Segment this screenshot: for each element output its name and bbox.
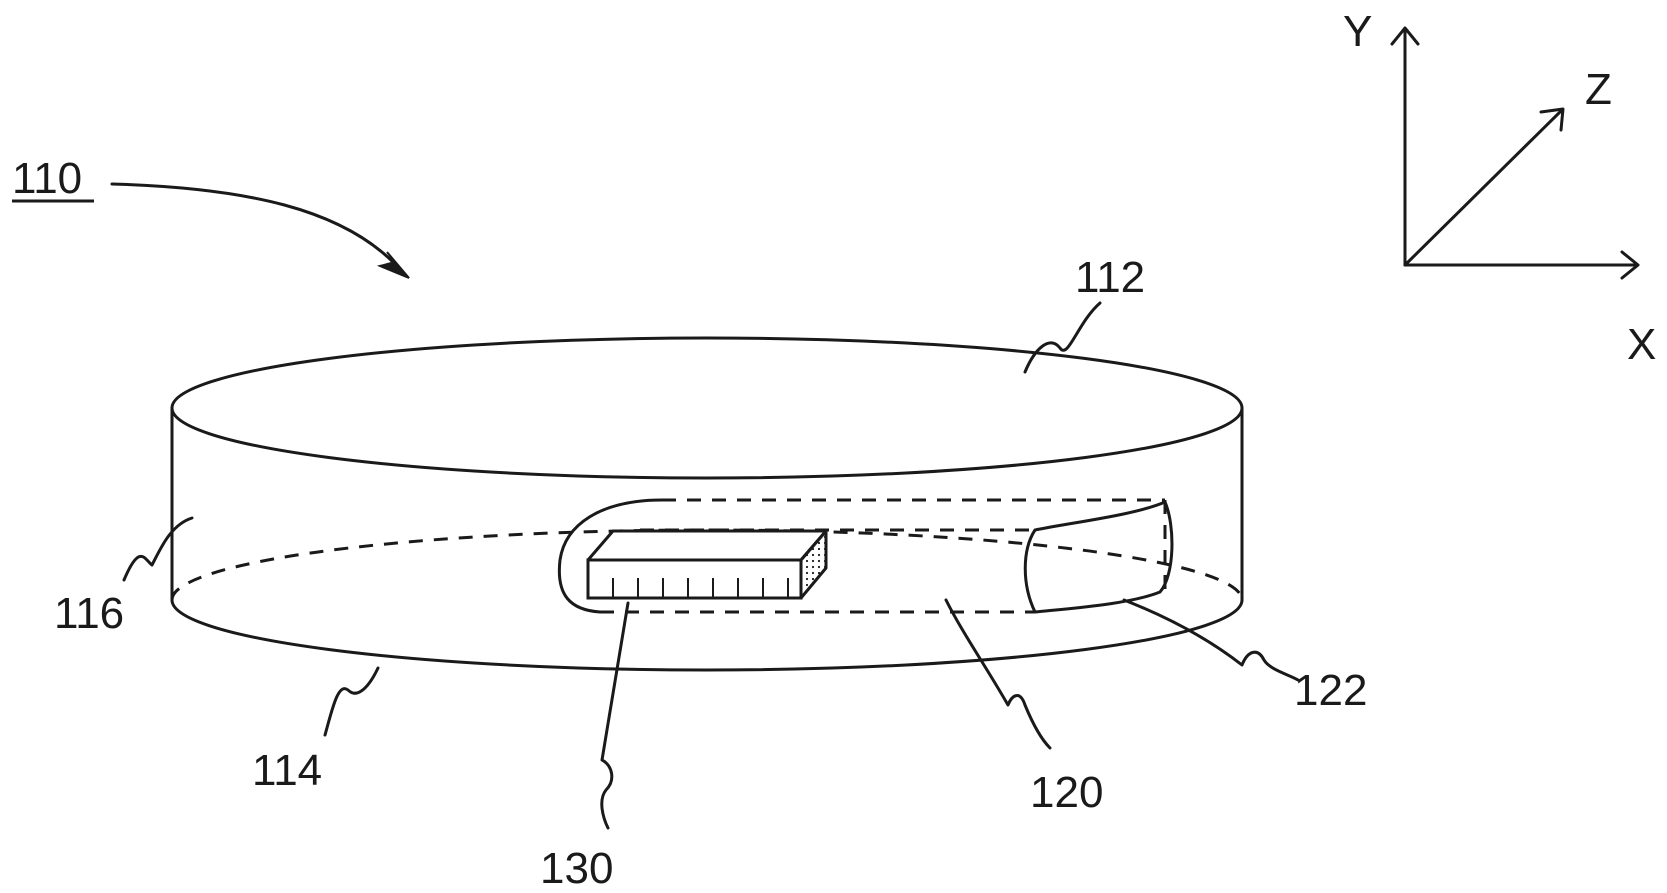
leader-114 [323, 666, 380, 737]
label-122: 122 [1294, 666, 1367, 715]
chip-top-face [586, 529, 828, 562]
leader-122 [1122, 598, 1300, 682]
opening-122 [1023, 500, 1174, 614]
coordinate-axes: Y Z X [1343, 7, 1656, 369]
label-116: 116 [54, 589, 124, 638]
axis-label-x: X [1627, 320, 1656, 369]
bottom-back-edge-hidden [170, 528, 1244, 601]
leader-116 [122, 516, 194, 582]
leader-lines [122, 301, 1300, 830]
leader-120 [944, 598, 1052, 750]
arrow-110-curve [110, 182, 395, 264]
leader-112 [1023, 301, 1102, 374]
cylinder-body [170, 336, 1244, 672]
top-surface-ellipse [170, 336, 1244, 480]
x-axis-arrowhead [1620, 250, 1640, 280]
z-axis-line [1403, 108, 1564, 267]
arrow-110-head [376, 251, 410, 279]
axis-label-z: Z [1585, 65, 1612, 114]
label-130: 130 [540, 844, 613, 893]
label-120: 120 [1030, 768, 1103, 817]
leader-130 [600, 601, 630, 830]
chip-130 [586, 529, 828, 600]
reference-numerals: 112 116 114 130 120 122 [54, 253, 1367, 893]
z-axis-arrowhead [1539, 107, 1565, 132]
chip-front-face [586, 558, 803, 600]
cavity-rounded-end [557, 498, 664, 614]
label-110: 110 [12, 154, 82, 203]
chip-pins [612, 578, 789, 598]
label-114: 114 [252, 746, 322, 795]
axis-label-y: Y [1343, 7, 1372, 56]
cavity-120 [557, 498, 1167, 614]
bottom-front-edge [170, 598, 1244, 672]
reference-110: 110 [12, 154, 410, 279]
opening-outline [1023, 500, 1174, 614]
label-112: 112 [1075, 253, 1145, 302]
y-axis-arrowhead [1390, 26, 1420, 46]
